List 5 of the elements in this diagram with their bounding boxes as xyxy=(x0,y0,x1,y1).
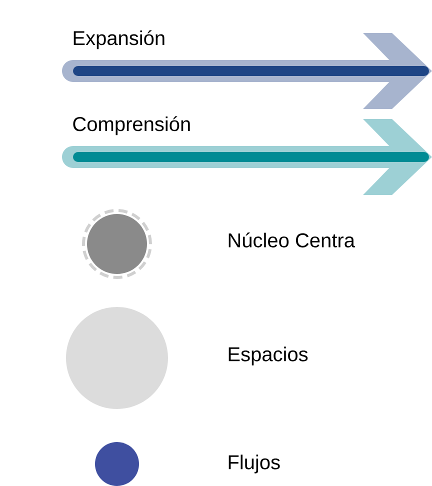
legend-label: Comprensión xyxy=(73,116,190,136)
legend-label: Flujos xyxy=(228,454,280,474)
legend-label: Espacios xyxy=(228,346,308,366)
legend-label: Expansión xyxy=(74,30,164,50)
legend-label: Núcleo Centra xyxy=(228,232,355,248)
